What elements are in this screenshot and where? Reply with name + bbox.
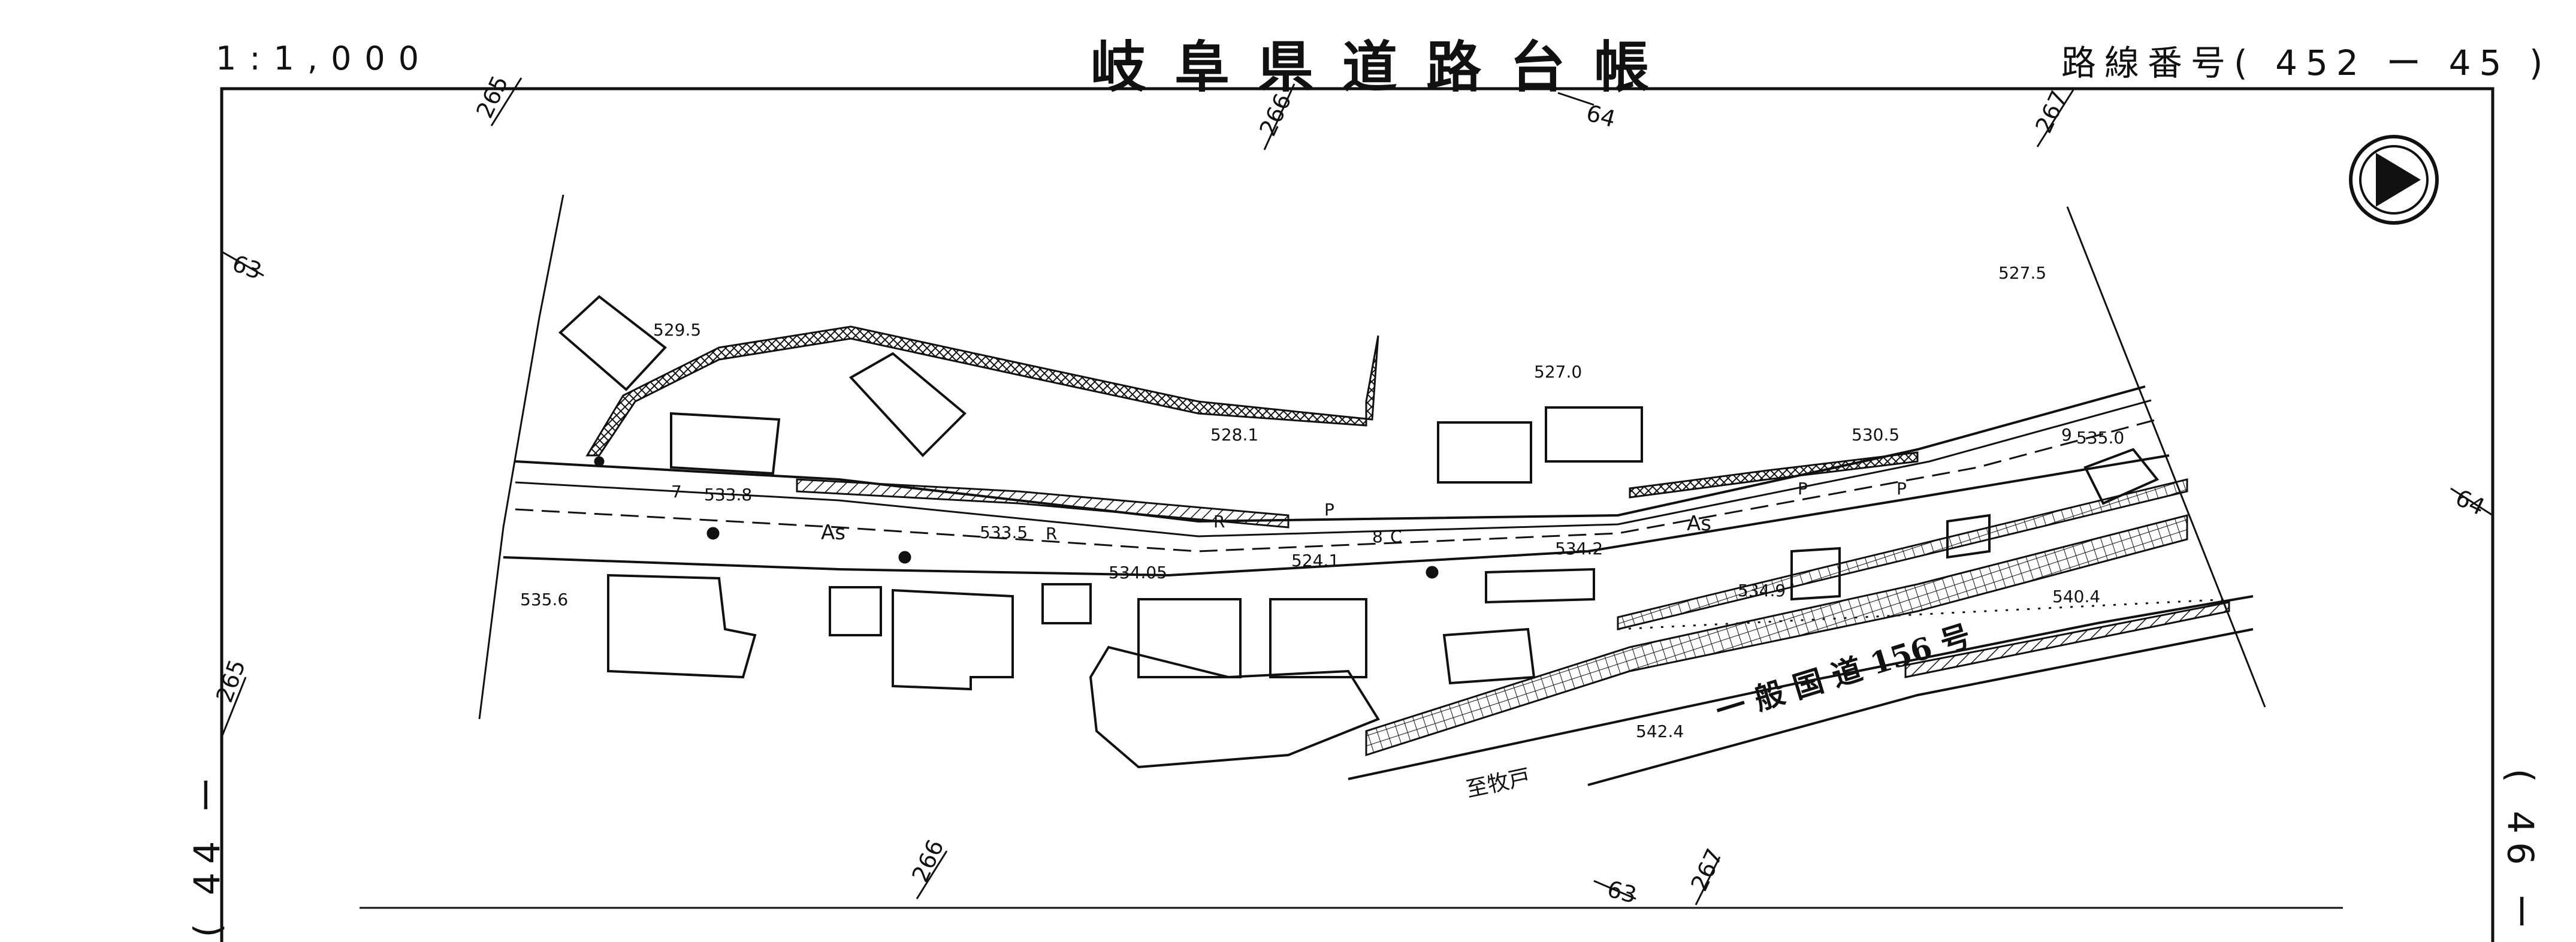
road-symbol: P [1896, 479, 1907, 499]
grid-label: 63 [1605, 875, 1639, 908]
road-symbol: P [1798, 479, 1808, 499]
elevation: 534.9 [1738, 581, 1786, 600]
elevation: 528.1 [1210, 425, 1258, 445]
grid-label: 266 [907, 835, 949, 886]
buildings [558, 295, 2160, 769]
retaining-walls [585, 325, 2230, 757]
grid-label: 265 [211, 656, 250, 706]
elevation: 529.5 [653, 320, 701, 340]
elevation: 534.2 [1555, 539, 1603, 558]
survey-boundary [478, 194, 2266, 720]
route-number: 路線番号( 452 ー 45 ) [2061, 43, 2551, 83]
elevation: 524.1 [1291, 551, 1339, 570]
road-symbol: P [1324, 500, 1334, 520]
road-symbol: R [1046, 524, 1057, 544]
road-symbol: C [1390, 527, 1402, 547]
adjacent-sheet-right: ( 46 ー [2499, 768, 2541, 938]
page-title: 岐阜県道路台帳 [1091, 35, 1678, 99]
elevation: 533.8 [704, 485, 752, 505]
elevation: 542.4 [1636, 721, 1684, 741]
grid-label: 63 [229, 250, 265, 285]
road-width: 7 [671, 482, 682, 502]
grid-ticks [221, 77, 2493, 905]
grid-label: 267 [2030, 86, 2073, 137]
pavement-label: As [821, 521, 845, 545]
elevation: 527.5 [1998, 263, 2046, 283]
north-arrow-icon [2349, 135, 2439, 225]
elevation-labels: 529.5 533.8 533.5 534.05 535.6 528.1 527… [520, 263, 2124, 741]
elevation: 535.6 [520, 590, 568, 609]
elevation: 533.5 [980, 523, 1028, 542]
map-symbols [594, 456, 1439, 579]
destination-label: 至牧戸 [1464, 765, 1532, 802]
map-frame [220, 87, 2495, 942]
road-width: 8 [1372, 527, 1383, 547]
elevation: 535.0 [2076, 428, 2124, 448]
elevation: 530.5 [1852, 425, 1899, 445]
elevation: 527.0 [1534, 362, 1582, 382]
pavement-label: As [1687, 512, 1711, 536]
adjacent-sheet-left: ( 44 ー [186, 768, 229, 938]
grid-label: 265 [471, 71, 514, 122]
grid-label: 64 [1584, 99, 1618, 132]
grid-label: 64 [2451, 484, 2489, 520]
elevation: 534.05 [1109, 563, 1167, 582]
prefectural-road [503, 385, 2170, 577]
grid-label: 267 [1686, 844, 1728, 895]
map-scale: 1:1,000 [216, 40, 433, 77]
road-width: 9 [2061, 425, 2072, 445]
elevation: 540.4 [2052, 587, 2100, 606]
national-route-156 [1348, 595, 2254, 786]
road-symbol: R [1213, 512, 1225, 532]
